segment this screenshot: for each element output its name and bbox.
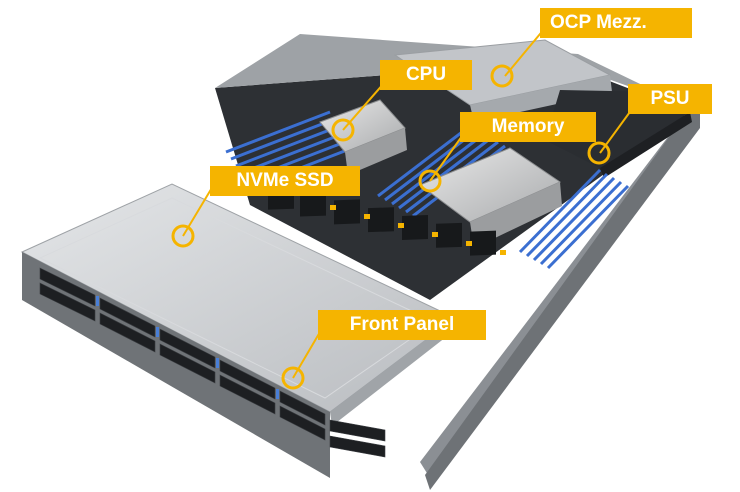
callout-psu: PSU [628,84,712,114]
callout-front-panel-label: Front Panel [349,314,455,335]
memory-marker [418,169,442,193]
ocp-marker [490,64,514,88]
callout-ocp-mezz-label: OCP Mezz. [550,12,647,33]
callout-cpu: CPU [380,60,472,90]
callout-memory-label: Memory [491,116,565,137]
callout-markers [171,64,611,390]
dimm-bank-right [518,168,630,270]
front-panel-marker [281,366,305,390]
drive-bays [39,267,386,458]
callout-memory: Memory [460,112,596,142]
psu-marker [587,141,611,165]
callout-psu-label: PSU [650,88,690,109]
nvme-marker [171,224,195,248]
callout-nvme-ssd-label: NVMe SSD [236,170,334,191]
callout-nvme-ssd: NVMe SSD [210,166,360,196]
front-face [22,252,330,478]
drive-led-strip [96,296,279,399]
callout-front-panel: Front Panel [318,310,486,340]
cpu-marker [331,118,355,142]
fan-row [268,184,506,256]
callout-ocp-mezz: OCP Mezz. [540,8,692,38]
callout-cpu-label: CPU [405,64,447,85]
rear-wall [215,34,690,108]
